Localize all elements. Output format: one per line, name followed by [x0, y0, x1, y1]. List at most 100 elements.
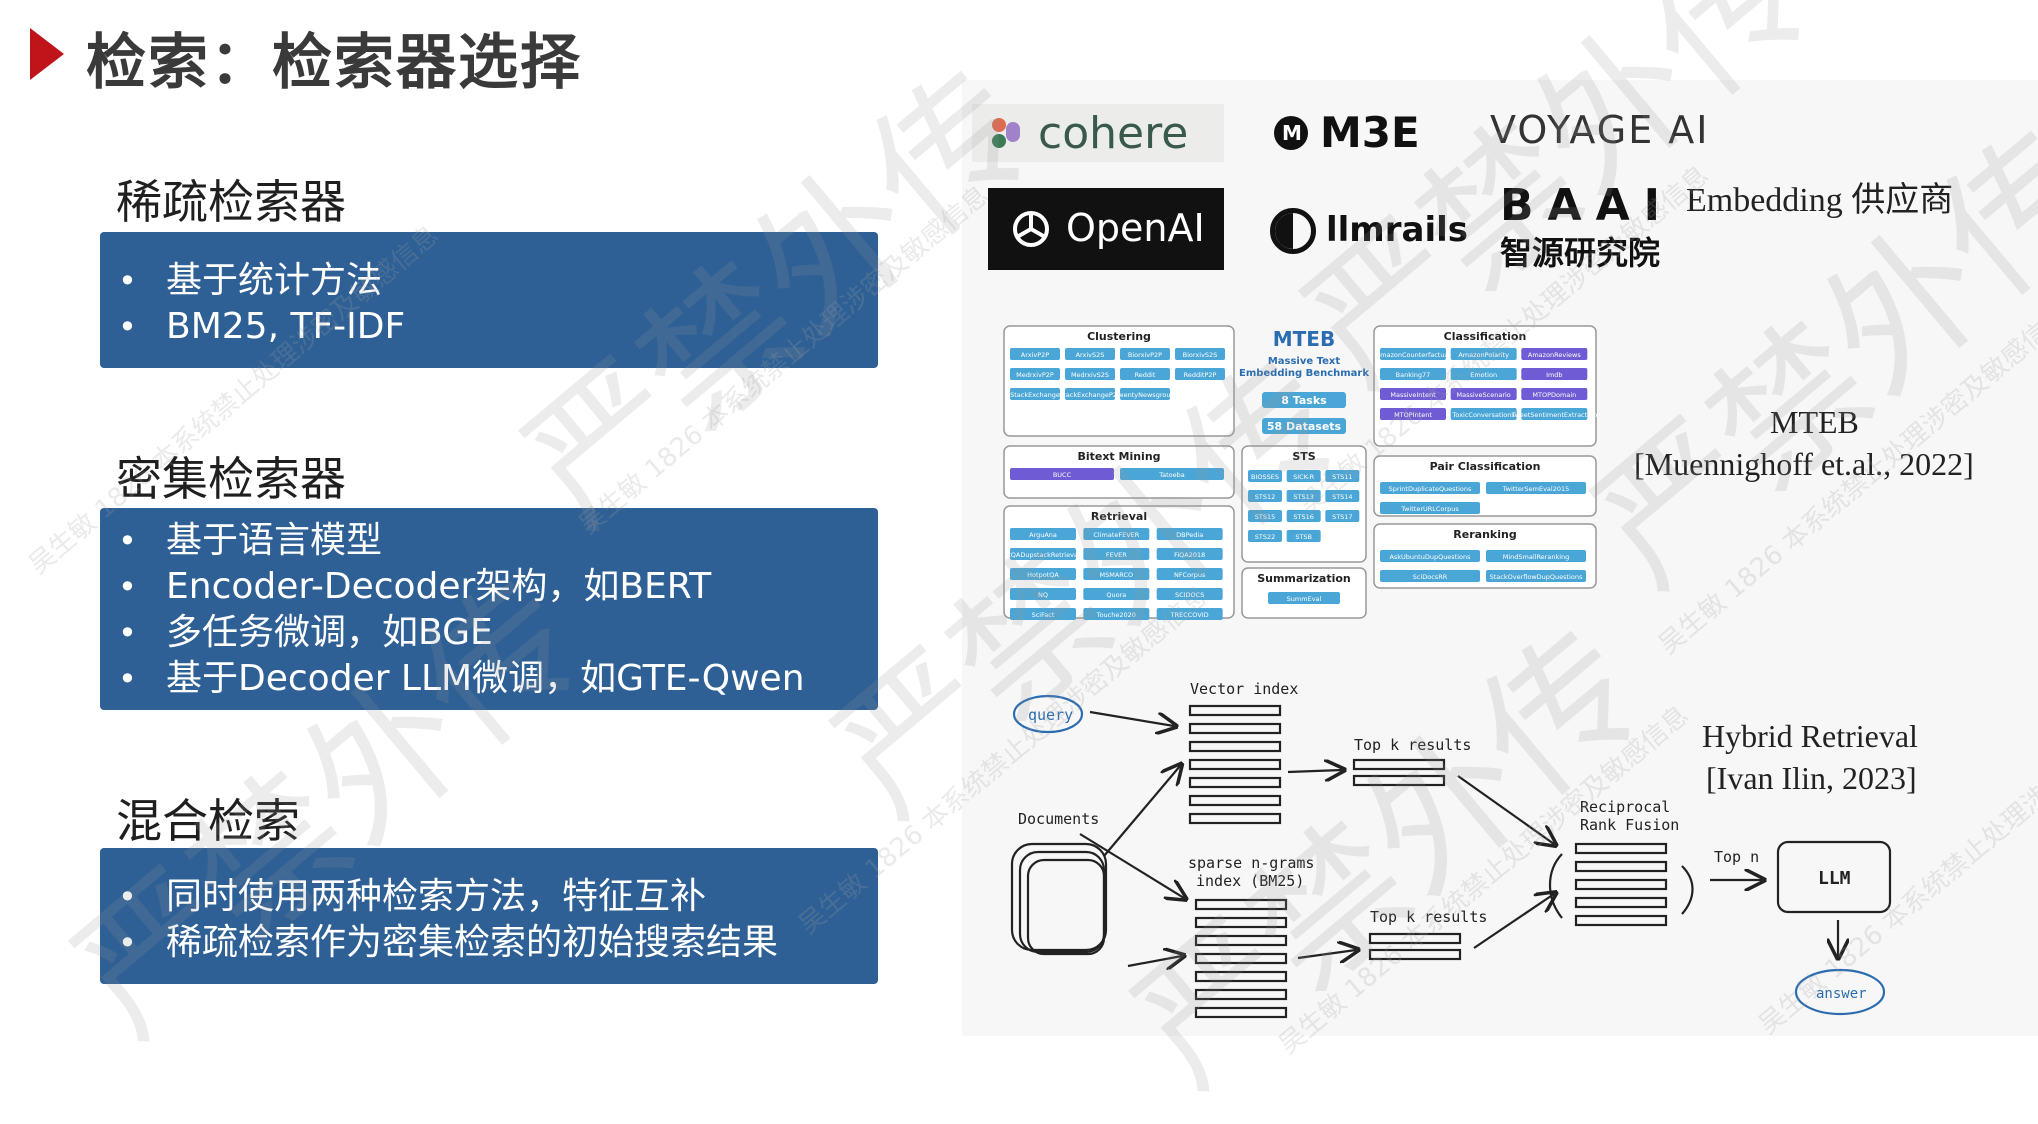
mteb-dataset-label: AmazonCounterfactual: [1376, 351, 1451, 359]
mteb-dataset-chip: [1010, 608, 1076, 620]
top-k-label-1: Top k results: [1354, 736, 1471, 754]
mteb-group-pair: [1373, 455, 1597, 517]
mteb-dataset-label: TwitterSemEval2015: [1502, 485, 1570, 493]
mteb-dataset-label: DBPedia: [1176, 531, 1203, 539]
mteb-label-classification: Classification: [1444, 330, 1527, 343]
baai-cn-logo: 智源研究院: [1500, 234, 1661, 272]
llmrails-logo: llmrails: [1326, 210, 1468, 250]
mteb-dataset-label: ToxicConversations: [1452, 411, 1516, 419]
mteb-dataset-label: Touche2020: [1096, 611, 1136, 619]
mteb-dataset-chip: [1486, 482, 1586, 494]
answer-label: answer: [1816, 986, 1867, 1002]
mteb-dataset-label: STS12: [1255, 493, 1276, 501]
mteb-dataset-label: TweetSentimentExtraction: [1511, 411, 1598, 419]
page-title: 检索：检索器选择: [86, 28, 582, 98]
rrf-label-1: Reciprocal: [1580, 798, 1670, 816]
openai-text: OpenAI: [1066, 206, 1205, 250]
mteb-dataset-chip: [1083, 588, 1150, 600]
mteb-dataset-label: SICK-R: [1293, 473, 1315, 481]
bullet: 基于语言模型: [100, 518, 878, 564]
mteb-dataset-chip: [1248, 530, 1282, 542]
mteb-dataset-chip: [1010, 528, 1076, 540]
mteb-dataset-label: ArguAna: [1029, 531, 1057, 539]
mteb-dataset-chip: [1450, 348, 1517, 360]
mteb-dataset-label: StackExchange: [1010, 391, 1060, 399]
mteb-citation: [Muennighoff et.al., 2022]: [1634, 446, 1974, 482]
mteb-dataset-chip: [1380, 570, 1480, 582]
rrf-label-2: Rank Fusion: [1580, 816, 1679, 834]
mteb-dataset-label: SciDocsRR: [1413, 573, 1448, 581]
mteb-dataset-chip: [1156, 588, 1223, 600]
mteb-dataset-chip: [1010, 548, 1076, 560]
mteb-dataset-chip: [1450, 388, 1517, 400]
mteb-dataset-chip: [1325, 490, 1360, 502]
title-marker-icon: [30, 28, 64, 80]
mteb-group-bitext: [1003, 445, 1235, 499]
top-k-label-2: Top k results: [1370, 908, 1487, 926]
arrows: [1079, 710, 1838, 966]
mteb-dataset-chip: [1286, 510, 1321, 522]
mteb-dataset-label: CQADupstackRetrieval: [1006, 551, 1080, 559]
mteb-dataset-label: MassiveIntent: [1390, 391, 1436, 399]
llm-node: [1776, 840, 1892, 914]
mteb-tasks: 8 Tasks: [1281, 394, 1327, 407]
rrf-stack: [1574, 842, 1668, 927]
mteb-dataset-chip: [1083, 548, 1150, 560]
mteb-dataset-chip: [1120, 348, 1170, 360]
bullet: BM25, TF-IDF: [100, 304, 878, 350]
mteb-dataset-label: STS15: [1255, 513, 1276, 521]
mteb-dataset-label: STS17: [1332, 513, 1353, 521]
mteb-dataset-label: BiorxivP2P: [1128, 351, 1162, 359]
sparse-box: 基于统计方法 BM25, TF-IDF: [100, 232, 878, 368]
mteb-dataset-chip: [1380, 348, 1446, 360]
mteb-dataset-chip: [1120, 368, 1170, 380]
sparse-index-stack: [1194, 898, 1288, 1019]
mteb-dataset-label: BUCC: [1053, 471, 1072, 479]
mteb-subtitle: Massive Text: [1268, 356, 1341, 367]
answer-node: [1794, 968, 1886, 1016]
mteb-dataset-chip: [1380, 502, 1480, 514]
mteb-dataset-chip: [1083, 568, 1150, 580]
cohere-logo: cohere: [972, 104, 1224, 162]
cohere-dot-icon: [992, 134, 1006, 148]
mteb-dataset-chip: [1521, 348, 1588, 360]
mteb-caption: MTEB: [1770, 404, 1859, 440]
top-n-label: Top n: [1714, 848, 1759, 866]
mteb-dataset-chip: [1521, 408, 1588, 420]
mteb-dataset-label: BiorxivS2S: [1183, 351, 1218, 359]
mteb-dataset-chip: [1156, 548, 1223, 560]
mteb-dataset-chip: [1065, 388, 1115, 400]
mteb-dataset-chip: [1486, 570, 1586, 582]
mteb-dataset-label: AmazonReviews: [1528, 351, 1581, 359]
mteb-diagram: Clustering Classification Bitext Mining …: [1003, 325, 1598, 620]
mteb-label-summarization: Summarization: [1257, 572, 1351, 585]
bullet: Encoder-Decoder架构，如BERT: [100, 564, 878, 610]
section-heading-hybrid: 混合检索: [116, 794, 300, 848]
mteb-dataset-label: Quora: [1106, 591, 1126, 599]
dense-box: 基于语言模型 Encoder-Decoder架构，如BERT 多任务微调，如BG…: [100, 508, 878, 710]
openai-logo: OpenAI: [988, 188, 1224, 270]
mteb-label-retrieval: Retrieval: [1091, 510, 1147, 523]
mteb-dataset-chip: [1065, 368, 1115, 380]
voyage-logo: VOYAGE AI: [1490, 108, 1710, 152]
mteb-dataset-label: SprintDuplicateQuestions: [1389, 485, 1472, 493]
mteb-dataset-label: ClimateFEVER: [1093, 531, 1139, 539]
mteb-dataset-label: SummEval: [1287, 595, 1322, 603]
mteb-dataset-chip: [1010, 368, 1060, 380]
section-heading-sparse: 稀疏检索器: [116, 175, 346, 229]
mteb-dataset-label: AmazonPolarity: [1458, 351, 1509, 359]
mteb-dataset-label: MTOPIntent: [1394, 411, 1432, 419]
mteb-counters: 8 Tasks 58 Datasets: [1262, 392, 1346, 434]
cohere-text: cohere: [1038, 108, 1189, 159]
mteb-dataset-chip: [1286, 470, 1321, 482]
mteb-dataset-label: MSMARCO: [1100, 571, 1134, 579]
cohere-dot-icon: [992, 118, 1006, 132]
mteb-group-sts: [1241, 445, 1367, 563]
mteb-dataset-label: Reddit: [1135, 371, 1156, 379]
mteb-dataset-label: SCIDOCS: [1175, 591, 1204, 599]
mteb-label-reranking: Reranking: [1453, 528, 1516, 541]
cohere-dot-icon: [1006, 122, 1020, 142]
mteb-dataset-label: STS11: [1332, 473, 1353, 481]
hybrid-citation: [Ivan Ilin, 2023]: [1706, 760, 1917, 796]
mteb-dataset-chip: [1521, 368, 1588, 380]
